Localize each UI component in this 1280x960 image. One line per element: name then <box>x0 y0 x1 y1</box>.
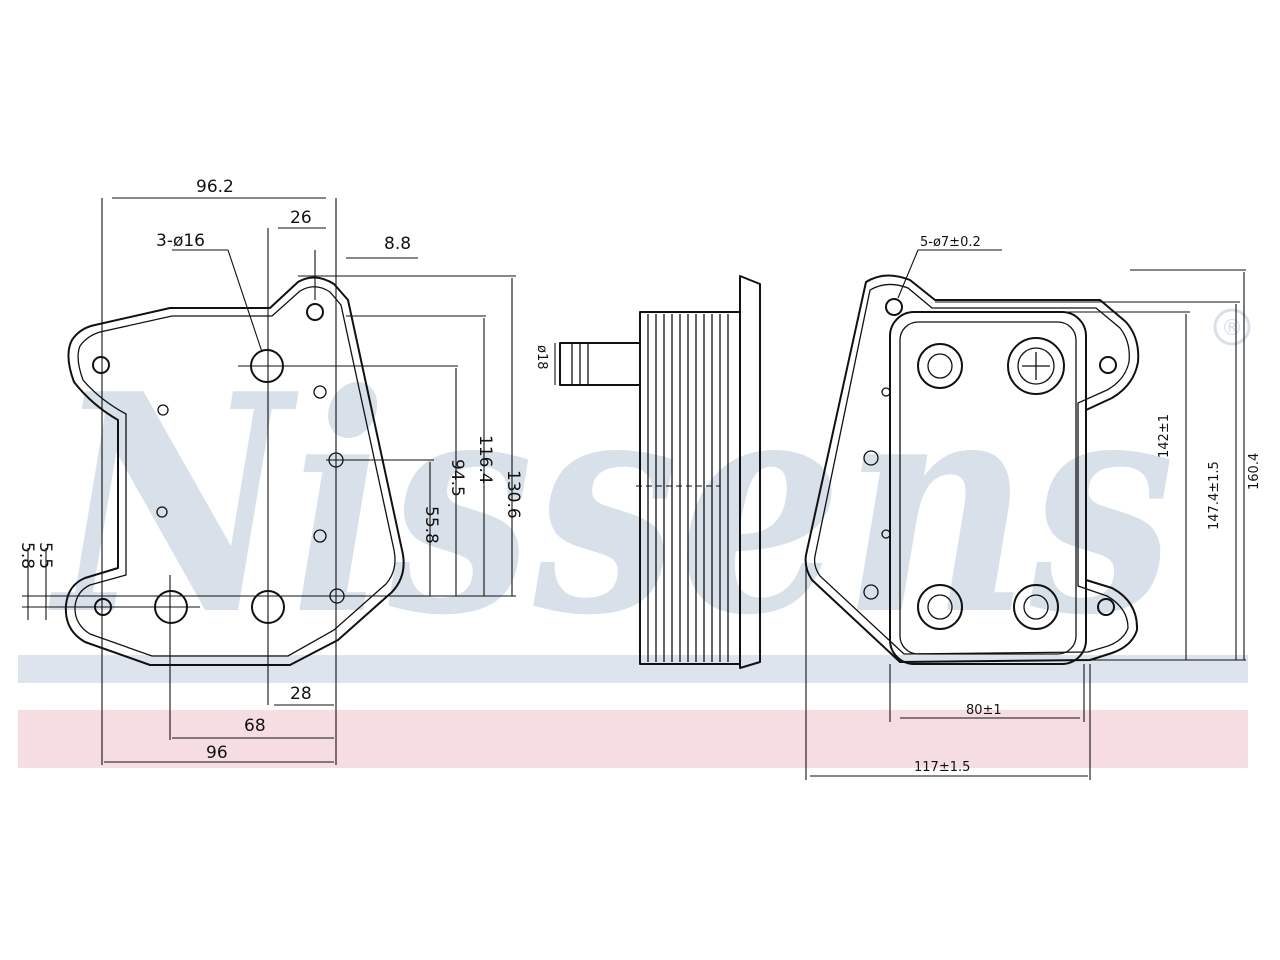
dim-80: 80±1 <box>966 703 1002 718</box>
fin-stack <box>636 311 741 665</box>
dim-5-5: 5.5 <box>35 542 55 569</box>
dim-147-4: 147.4±1.5 <box>1207 461 1222 530</box>
hole-callout-rear: 5-ø7±0.2 <box>920 235 981 250</box>
registered-mark: ® <box>1221 316 1243 341</box>
port-bottom-right <box>1013 584 1059 630</box>
mount-hole <box>306 303 324 321</box>
watermark: Nissens ® <box>18 308 1251 768</box>
small-hole <box>863 584 879 600</box>
small-hole <box>863 450 879 466</box>
side-view: ø18 <box>534 275 761 669</box>
dim-94-5: 94.5 <box>447 459 467 497</box>
mount-hole <box>1097 598 1115 616</box>
small-hole <box>881 387 891 397</box>
port-bottom-left <box>917 584 963 630</box>
dim-68: 68 <box>244 716 266 736</box>
watermark-brand: Nissens <box>47 328 1175 681</box>
front-view: 96.2 26 8.8 3-ø16 130.6 116.4 94.5 55.8 … <box>17 177 523 765</box>
front-outline <box>64 276 405 666</box>
rear-outline-inner <box>813 283 1130 655</box>
hole-callout-front: 3-ø16 <box>156 231 205 251</box>
port-top-left <box>917 343 963 389</box>
dim-116-4: 116.4 <box>475 435 495 484</box>
dim-28: 28 <box>290 684 312 704</box>
dim-55-8: 55.8 <box>421 506 441 544</box>
port-top-right <box>1007 337 1065 395</box>
core-body-inner <box>899 321 1077 655</box>
core-body <box>889 311 1087 665</box>
watermark-band-pink <box>18 710 1248 768</box>
mount-hole <box>885 298 903 316</box>
pipe-dim: ø18 <box>534 345 549 370</box>
base-plate <box>739 275 761 669</box>
dim-96: 96 <box>206 743 228 763</box>
dim-5-8: 5.8 <box>17 542 37 569</box>
dim-130-6: 130.6 <box>503 470 523 519</box>
rear-view: 5-ø7±0.2 142±1 147.4±1.5 160.4 80±1 117±… <box>804 235 1262 780</box>
registered-mark-circle <box>1213 308 1251 346</box>
mount-hole <box>92 356 110 374</box>
rear-dimensions <box>805 249 1246 780</box>
dim-26: 26 <box>290 208 312 228</box>
dim-117: 117±1.5 <box>914 760 970 775</box>
dim-142: 142±1 <box>1157 414 1172 458</box>
dim-96-2: 96.2 <box>196 177 234 197</box>
small-hole <box>881 529 891 539</box>
small-hole <box>156 506 168 518</box>
dim-8-8: 8.8 <box>384 234 411 254</box>
dim-160-4: 160.4 <box>1247 453 1262 490</box>
small-hole <box>313 385 327 399</box>
small-hole <box>157 404 169 416</box>
mount-hole <box>1099 356 1117 374</box>
front-dimensions <box>22 197 516 765</box>
small-hole <box>313 529 327 543</box>
